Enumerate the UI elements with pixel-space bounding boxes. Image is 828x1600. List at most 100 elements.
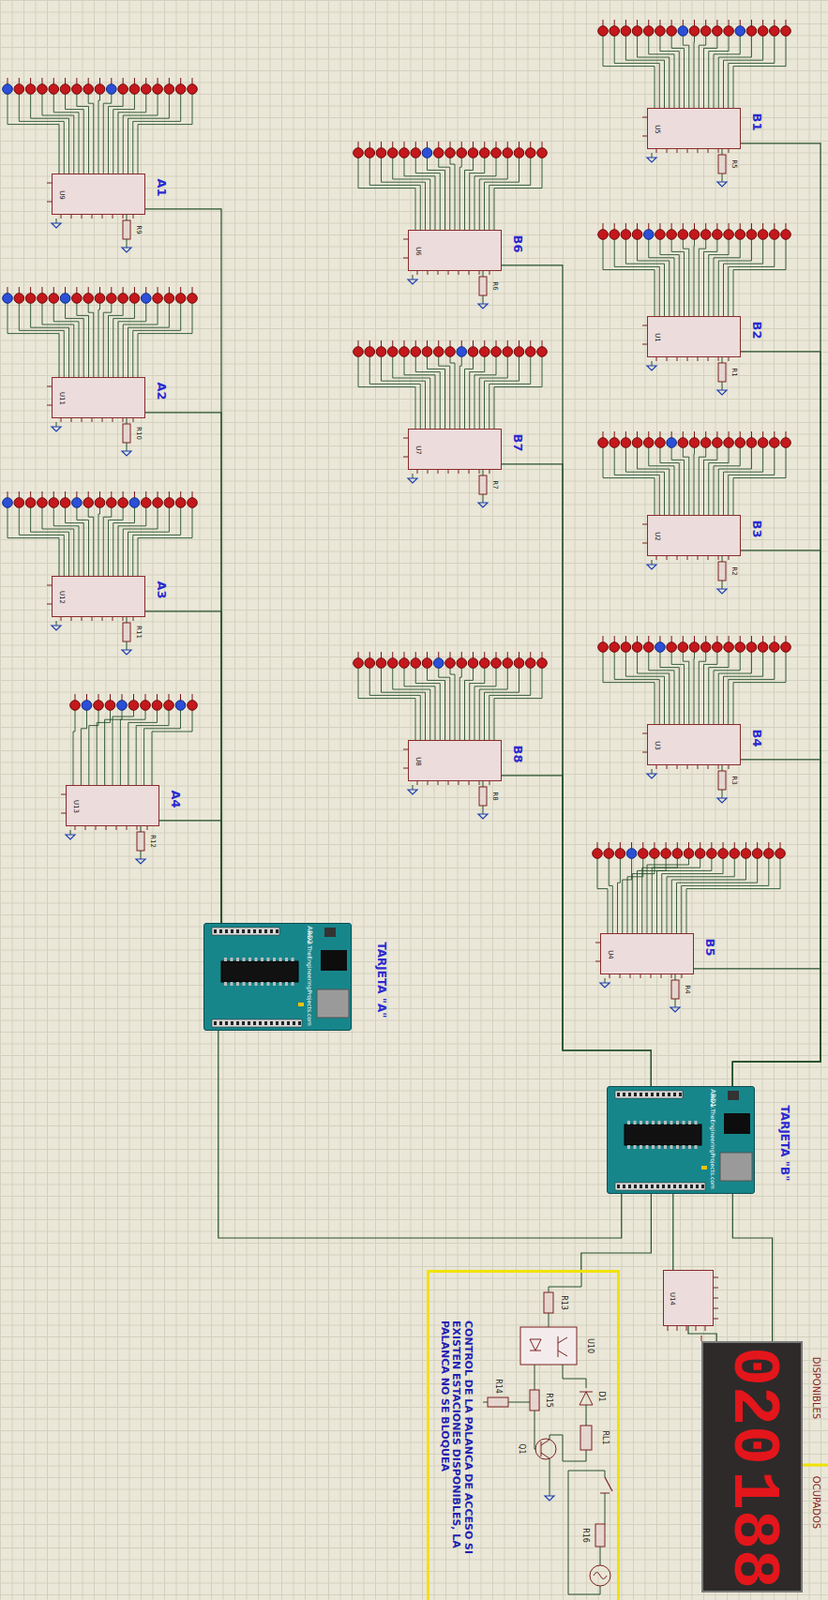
led-symbol [615, 848, 626, 859]
control-note: CONTROL DE LA PALANCA DE ACCESO SI EXIST… [437, 1320, 474, 1555]
led-symbol [700, 26, 711, 37]
ic-pin [91, 418, 93, 422]
led-pin [671, 223, 673, 230]
led-pin [619, 842, 621, 849]
mcu-pin [676, 1120, 679, 1125]
led-symbol [353, 148, 364, 159]
header-pin [639, 1092, 643, 1097]
ic-pin [427, 781, 429, 785]
ground-symbol [647, 564, 657, 570]
part-ref: R9 [135, 225, 143, 234]
led-pin [64, 286, 66, 294]
ground-wire [482, 299, 484, 304]
ic-pin [136, 826, 138, 830]
led-symbol [525, 658, 536, 669]
led-wire [465, 157, 474, 230]
mux-ic: A1U9 [51, 173, 146, 215]
resistor-wire [126, 418, 128, 424]
led-symbol [694, 848, 706, 859]
led-wire [660, 447, 679, 515]
ground-symbol [121, 247, 132, 253]
led-symbol [537, 658, 548, 669]
led-pin [7, 491, 9, 498]
led-wire [151, 709, 193, 785]
ic-pin [687, 357, 689, 362]
led-pin [41, 286, 43, 294]
led-pin [671, 19, 673, 27]
led-pin [461, 651, 463, 659]
led-indicator [701, 1165, 708, 1170]
part-ref: U8 [414, 756, 422, 767]
led-symbol [735, 642, 746, 653]
ic-pin [687, 149, 689, 153]
led-symbol [740, 848, 752, 859]
ic-pin [697, 149, 699, 153]
header-pin [275, 1021, 279, 1025]
led-wire [637, 447, 670, 515]
led-symbol [60, 293, 71, 304]
ic-pin [666, 357, 668, 362]
led-symbol [83, 497, 94, 509]
led-pin [529, 340, 531, 347]
led-pin [682, 431, 684, 438]
led-wire [474, 667, 497, 740]
mcu-pin [267, 957, 271, 962]
led-wire [704, 239, 718, 317]
led-pin [415, 141, 417, 149]
header-pin [230, 929, 234, 934]
ground-symbol [407, 478, 418, 483]
ic-pin [133, 617, 135, 621]
mux-ic: B1U5 [647, 107, 741, 150]
led-wire [713, 239, 740, 317]
led-pin [380, 340, 382, 347]
led-pin [625, 431, 627, 438]
mcu-pin [242, 957, 246, 962]
display-digits: 020 [714, 1346, 791, 1465]
mcu-chip [221, 961, 299, 982]
resistor-symbol [718, 362, 726, 382]
ic-pin [707, 357, 709, 362]
optocoupler-transistor [557, 1336, 568, 1357]
ic-pin [718, 765, 720, 769]
led-symbol [37, 497, 48, 509]
led-symbol [421, 148, 433, 159]
led-pin [722, 842, 724, 849]
led-symbol [175, 84, 186, 95]
mcu-pin [663, 1144, 667, 1149]
led-symbol [598, 642, 609, 653]
led-symbol [410, 346, 422, 358]
led-wire [728, 239, 775, 317]
led-wire [671, 35, 684, 108]
led-pin [647, 223, 649, 230]
led-wire [662, 858, 723, 934]
led-symbol [655, 26, 666, 37]
led-symbol [387, 346, 398, 358]
transistor-symbol [535, 1438, 557, 1460]
led-symbol [175, 497, 186, 509]
led-pin [30, 491, 31, 498]
led-pin [762, 19, 764, 27]
ic-pin [713, 1277, 719, 1279]
led-wire [65, 302, 85, 377]
mcu-pin [651, 1144, 655, 1149]
led-pin [426, 340, 428, 347]
board-title: TARJETA "A" [374, 942, 388, 1019]
led-wire [469, 667, 485, 740]
led-wire [489, 157, 531, 230]
led-wire [438, 157, 451, 230]
header-pin [241, 929, 245, 934]
circuit-wire [482, 1401, 488, 1403]
led-wire [648, 35, 675, 108]
led-symbol [781, 229, 792, 241]
display-caption: OCUPADOS [810, 1475, 822, 1529]
led-pin [751, 19, 753, 27]
led-symbol [735, 437, 746, 449]
group-label: B4 [750, 729, 765, 748]
led-wire [723, 239, 764, 317]
led-symbol [48, 84, 60, 95]
led-symbol [140, 497, 151, 509]
ground-symbol [544, 1495, 555, 1501]
led-symbol [364, 148, 376, 159]
led-symbol [525, 148, 536, 159]
led-pin [369, 651, 371, 659]
